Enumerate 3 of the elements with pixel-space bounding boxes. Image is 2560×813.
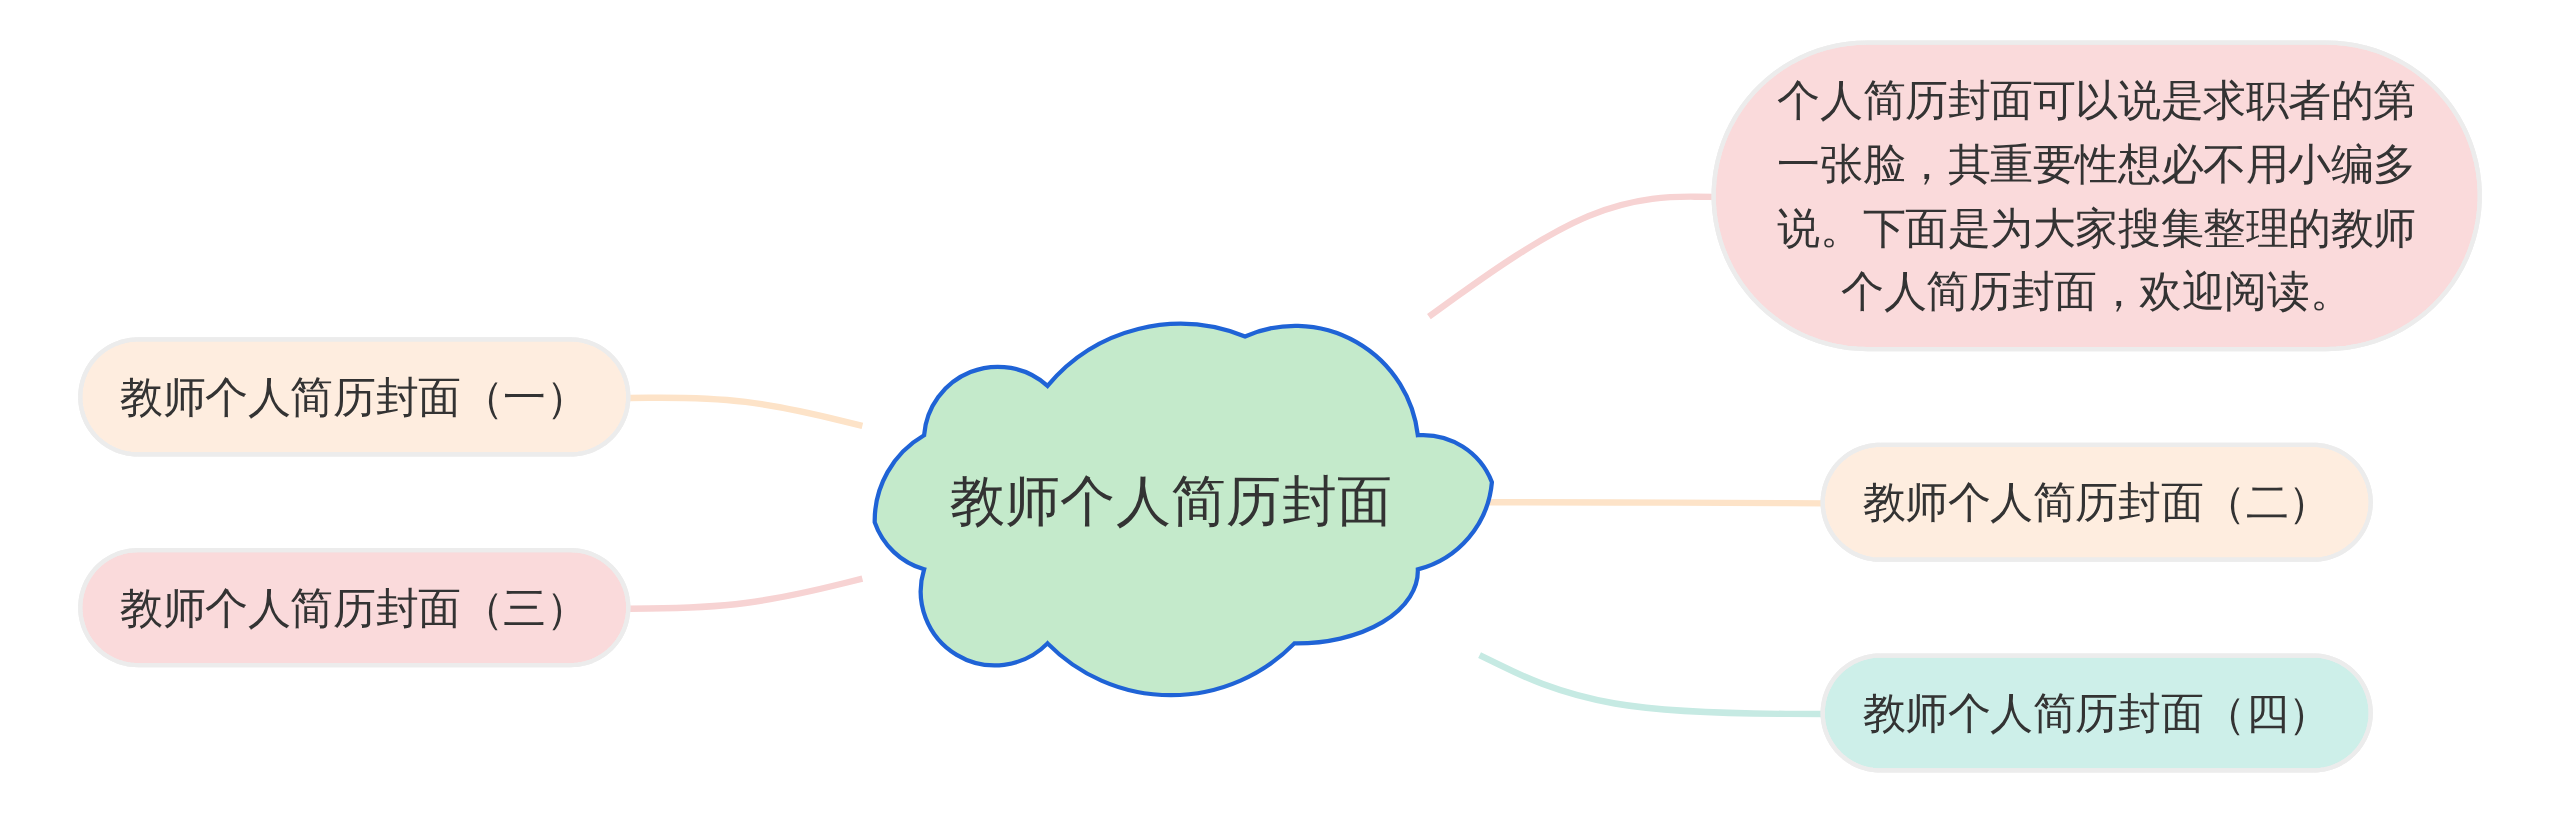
connector (1478, 652, 1824, 718)
connector (629, 575, 864, 612)
connector (629, 394, 864, 429)
